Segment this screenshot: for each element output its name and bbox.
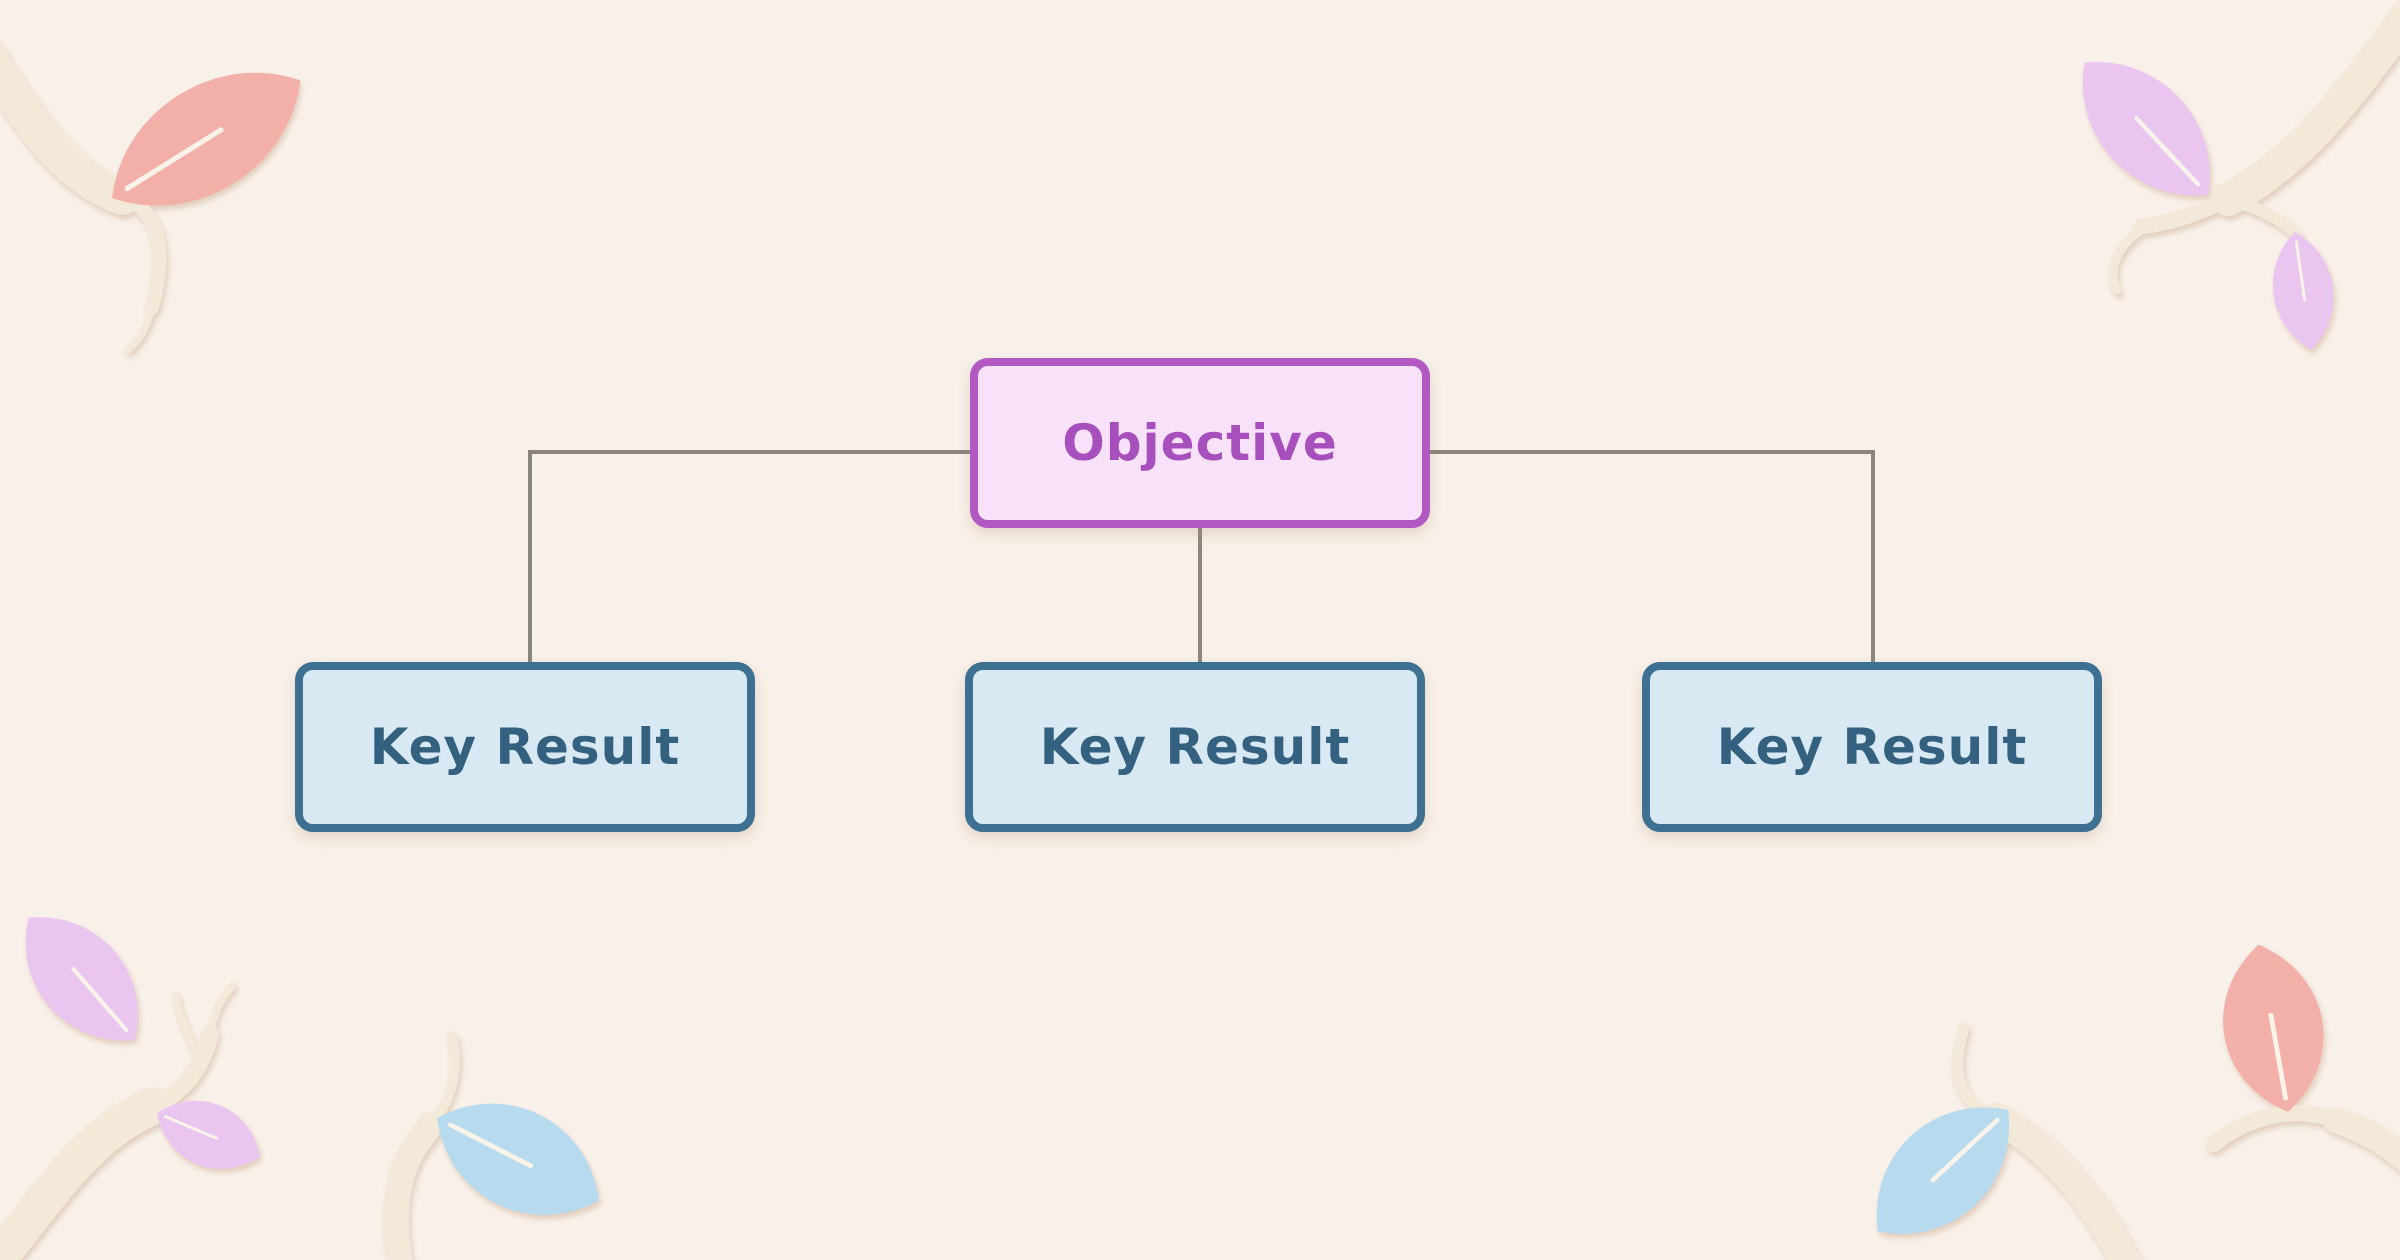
connector-objective-to-kr3 xyxy=(1430,450,1875,666)
branch xyxy=(2222,193,2302,240)
branch xyxy=(206,982,236,1038)
branch xyxy=(2211,0,2400,216)
branch xyxy=(2206,1105,2344,1152)
node-key-result-3[interactable]: Key Result xyxy=(1642,662,2102,832)
node-label: Objective xyxy=(1062,414,1338,472)
leaf-midrib xyxy=(124,127,224,192)
branch xyxy=(143,1025,219,1115)
branch-decoration-bottom-right xyxy=(1876,944,2400,1260)
branch xyxy=(427,1031,460,1129)
branch xyxy=(0,1087,171,1260)
leaf-midrib xyxy=(71,967,129,1033)
branch xyxy=(2108,219,2155,295)
leaf-midrib xyxy=(163,1115,219,1140)
node-label: Key Result xyxy=(369,718,681,776)
node-key-result-2[interactable]: Key Result xyxy=(965,662,1425,832)
node-key-result-1[interactable]: Key Result xyxy=(295,662,755,832)
branch xyxy=(2323,1107,2400,1173)
node-label: Key Result xyxy=(1039,718,1351,776)
branch-decoration-bottom-left xyxy=(0,917,261,1260)
branch xyxy=(172,992,200,1056)
branch-decoration-bottom-center xyxy=(382,1031,600,1260)
branch xyxy=(382,1111,445,1260)
connector-objective-to-kr1 xyxy=(528,450,970,666)
branch-decoration-top-right xyxy=(2082,0,2400,350)
leaf-midrib xyxy=(2134,116,2201,187)
leaf-midrib xyxy=(447,1122,534,1169)
branch xyxy=(0,40,140,215)
branch xyxy=(1981,1103,2142,1260)
leaf-midrib xyxy=(2294,240,2307,302)
branch-decoration-top-left xyxy=(0,40,301,354)
leaf-midrib xyxy=(2268,1013,2289,1101)
node-label: Key Result xyxy=(1716,718,2028,776)
branch xyxy=(124,304,156,354)
leaf-midrib xyxy=(1930,1117,2000,1183)
node-objective[interactable]: Objective xyxy=(970,358,1430,528)
